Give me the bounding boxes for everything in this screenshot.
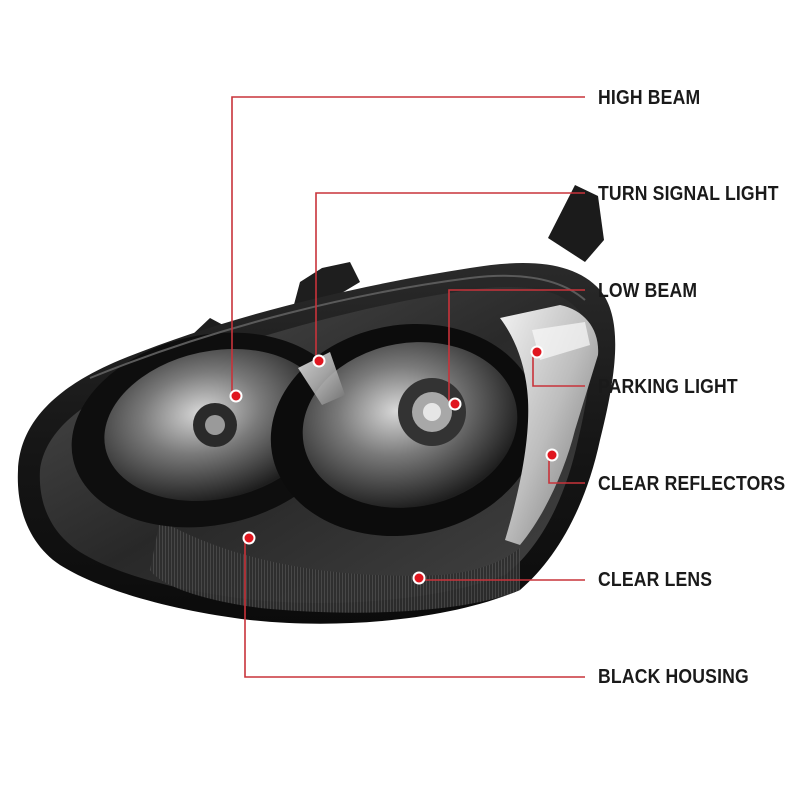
leader-line-black-housing	[244, 538, 585, 678]
marker-dot-low-beam	[450, 399, 460, 409]
marker-dot-clear-lens	[414, 573, 424, 583]
label-high-beam: HIGH BEAM	[598, 87, 701, 109]
marker-dot-high-beam	[231, 391, 241, 401]
turn-signal-lens	[298, 352, 345, 405]
leader-line-turn-signal-light	[315, 192, 585, 358]
lower-ribbed-trim	[150, 520, 520, 613]
leader-line-low-beam	[448, 289, 585, 401]
leader-line-parking-light	[532, 352, 585, 387]
marker-dot-turn-signal-light	[314, 356, 324, 366]
marker-dot-clear-reflectors	[547, 450, 557, 460]
leader-line-high-beam	[231, 96, 585, 396]
label-low-beam: LOW BEAM	[598, 280, 698, 302]
marker-dot-black-housing	[244, 533, 254, 543]
callout-leader-lines	[231, 96, 585, 678]
high-beam-assembly	[71, 332, 349, 528]
label-clear-reflectors: CLEAR REFLECTORS	[598, 473, 786, 495]
label-parking-light: PARKING LIGHT	[598, 376, 738, 398]
label-clear-lens: CLEAR LENS	[598, 569, 713, 591]
label-black-housing: BLACK HOUSING	[598, 666, 749, 688]
marker-dot-parking-light	[532, 347, 542, 357]
leader-line-clear-reflectors	[548, 455, 585, 484]
callout-markers	[229, 345, 559, 585]
label-turn-signal-light: TURN SIGNAL LIGHT	[598, 183, 779, 205]
parking-light-corner	[500, 305, 599, 545]
